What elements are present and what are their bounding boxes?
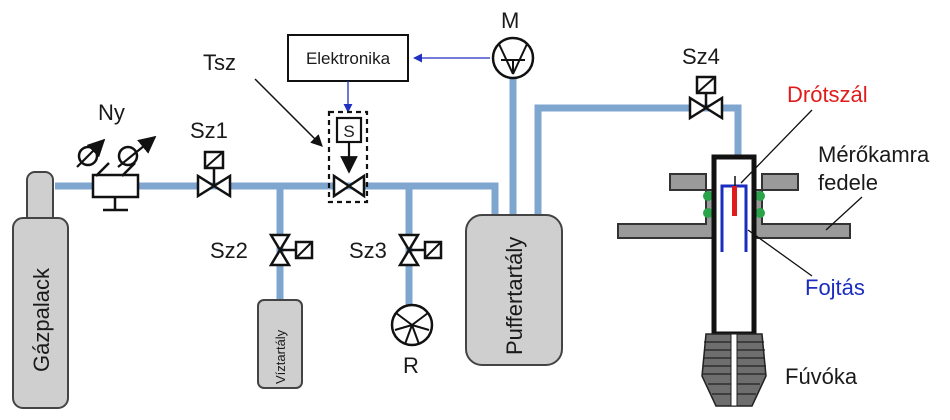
valve-sz3-label: Sz3: [349, 238, 387, 263]
throttle-callout: Fojtás: [747, 229, 865, 300]
control-valve-label: Tsz: [203, 50, 236, 75]
electronics-label: Elektronika: [306, 49, 391, 68]
wire-callout: Drótszál: [740, 82, 868, 184]
pump-label: R: [403, 353, 419, 378]
valve-sz1-label: Sz1: [190, 118, 228, 143]
pressure-gauge-icon: [76, 138, 110, 177]
chamber-lid-callout: Mérőkamra fedele: [818, 142, 930, 231]
pressure-regulator: Ny: [76, 100, 157, 212]
chamber-lid-label-2: fedele: [818, 170, 878, 195]
water-tank: Víztartály: [257, 299, 303, 389]
wire-label: Drótszál: [787, 82, 868, 107]
manometer-label: M: [501, 8, 519, 33]
chamber-lid: [617, 173, 851, 239]
valve-sz2: Sz2: [210, 233, 314, 267]
nozzle-label: Fúvóka: [785, 364, 858, 389]
throttle-label: Fojtás: [805, 275, 865, 300]
control-valve-tsz: S Tsz: [203, 50, 369, 204]
valve-sz3: Sz3: [349, 233, 443, 267]
valve-sz2-label: Sz2: [210, 238, 248, 263]
gas-bottle: Gázpalack: [12, 171, 69, 409]
chamber-lid-label-1: Mérőkamra: [818, 142, 930, 167]
water-tank-label: Víztartály: [273, 329, 288, 384]
nozzle-tube: [711, 154, 757, 337]
pump-icon: R: [390, 303, 434, 378]
valve-sz1: Sz1: [190, 118, 232, 199]
pressure-gauge-icon: [117, 135, 157, 177]
buffer-tank-label: Puffertartály: [502, 237, 527, 355]
electronics-unit: Elektronika: [287, 34, 409, 82]
nozzle: Fúvóka: [701, 333, 858, 407]
gas-bottle-label: Gázpalack: [29, 267, 54, 372]
pipes: [55, 72, 742, 306]
seal-rings: [703, 191, 765, 218]
buffer-tank: Puffertartály: [465, 214, 563, 366]
valve-sz4-label: Sz4: [682, 44, 720, 69]
solenoid-label: S: [343, 122, 354, 141]
regulator-label: Ny: [98, 100, 125, 125]
valve-sz4: Sz4: [682, 44, 724, 121]
manometer-icon: M: [491, 8, 535, 80]
